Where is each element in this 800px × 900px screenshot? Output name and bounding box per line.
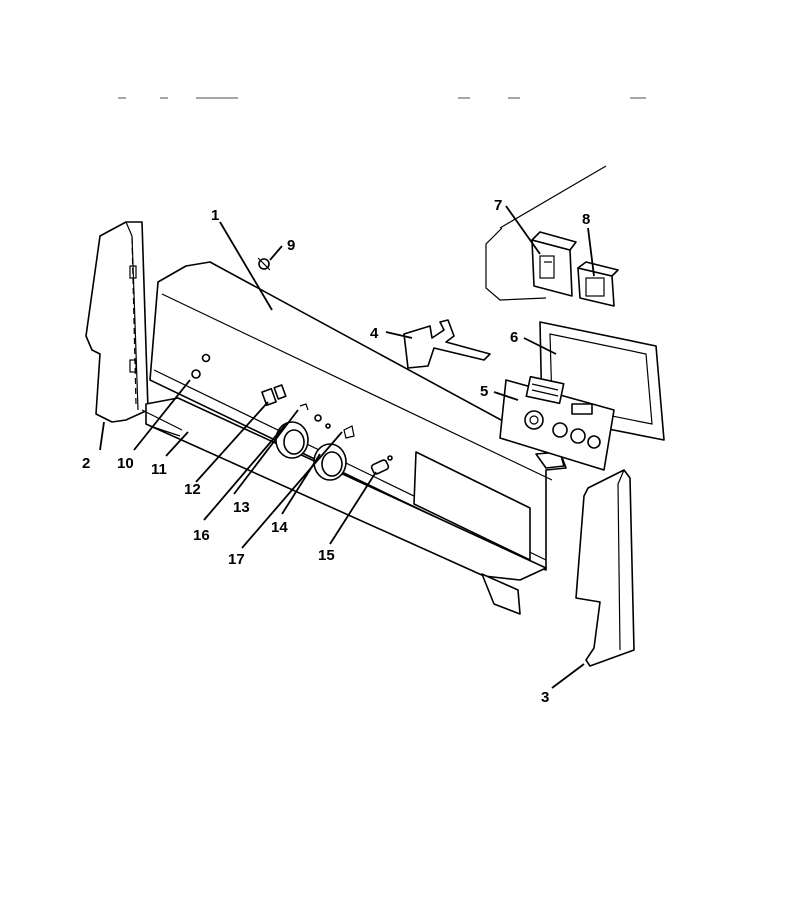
- callout-2: 2: [82, 455, 90, 472]
- right-end-cap: [575, 469, 635, 667]
- callout-12: 12: [184, 481, 201, 498]
- bezel: [299, 403, 355, 439]
- callout-10: 10: [117, 455, 134, 472]
- callout-15: 15: [318, 547, 335, 564]
- callout-13: 13: [233, 499, 250, 516]
- lamp: [370, 459, 390, 475]
- backguard-panel: [145, 261, 567, 615]
- callout-labels: 1 2 3 4 5 6 7 8 9 10 11 12 13 14 15 16 1…: [82, 197, 590, 706]
- callout-14: 14: [271, 519, 288, 536]
- callout-9: 9: [287, 237, 295, 254]
- knob: [275, 421, 347, 481]
- callout-3: 3: [541, 689, 549, 706]
- screw: [257, 257, 271, 271]
- trim-strip: [141, 409, 183, 437]
- callout-11: 11: [151, 461, 167, 478]
- callout-1: 1: [211, 207, 219, 224]
- callout-6: 6: [510, 329, 518, 346]
- callout-17: 17: [228, 551, 245, 568]
- switch: [261, 384, 287, 407]
- mounting-bracket: [403, 319, 491, 369]
- left-end-cap: [85, 221, 149, 423]
- control-board: [499, 375, 615, 471]
- callout-7: 7: [494, 197, 502, 214]
- relay-enclosure: [485, 165, 607, 301]
- callout-4: 4: [370, 325, 379, 342]
- leader-lines: [99, 205, 595, 689]
- callout-5: 5: [480, 383, 488, 400]
- relay-module: [531, 231, 577, 297]
- callout-16: 16: [193, 527, 210, 544]
- callout-8: 8: [582, 211, 590, 228]
- switch-module: [577, 261, 619, 307]
